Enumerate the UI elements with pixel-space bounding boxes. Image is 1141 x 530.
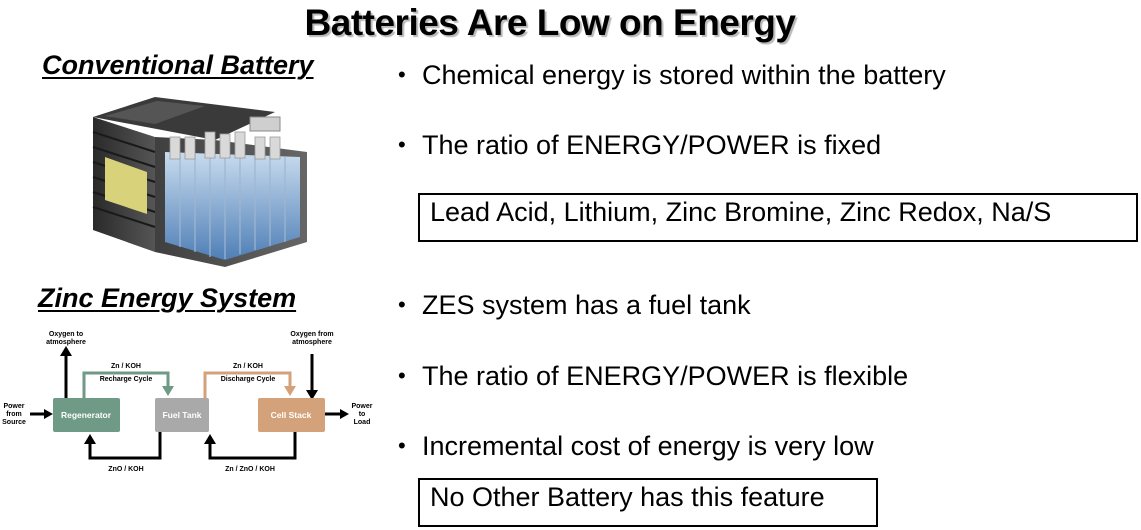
feature-box: No Other Battery has this feature — [418, 478, 878, 527]
bullet-text: Incremental cost of energy is very low — [422, 431, 874, 461]
zno-return-path — [88, 432, 162, 460]
battery-illustration — [92, 97, 307, 267]
oxygen-from-label: atmosphere — [292, 339, 332, 346]
cell-stack-box — [258, 398, 325, 432]
power-from-label: from — [6, 411, 22, 418]
power-to-label: Power — [351, 403, 372, 410]
zno-koh-label: ZnO / KOH — [108, 466, 143, 473]
battery-types-box: Lead Acid, Lithium, Zinc Bromine, Zinc R… — [418, 193, 1138, 242]
fuel-tank-box — [155, 398, 209, 432]
bullet-item: •ZES system has a fuel tank — [398, 290, 751, 320]
bullet-item: •The ratio of ENERGY/POWER is fixed — [398, 130, 882, 160]
power-from-label: Power — [3, 403, 24, 410]
oxygen-from-label: Oxygen from — [290, 331, 333, 338]
zinc-energy-diagram: Regenerator Fuel Tank Cell Stack Oxygen … — [2, 331, 373, 473]
recharge-path — [82, 371, 170, 400]
fuel-tank-label: Fuel Tank — [162, 410, 201, 420]
power-from-label: Source — [2, 419, 26, 426]
zinc-energy-system-heading: Zinc Energy System — [38, 283, 297, 313]
oxygen-to-label: atmosphere — [46, 339, 86, 346]
bullet-text: The ratio of ENERGY/POWER is fixed — [422, 130, 882, 160]
regenerator-box — [53, 398, 120, 432]
discharge-top-label: Zn / KOH — [233, 363, 263, 370]
regenerator-label: Regenerator — [61, 410, 112, 420]
bullet-item: •Chemical energy is stored within the ba… — [398, 60, 946, 90]
zn-zno-koh-label: Zn / ZnO / KOH — [225, 466, 275, 473]
zn-zno-return-path — [208, 432, 297, 460]
oxygen-to-label: Oxygen to — [49, 331, 83, 338]
bullet-text: Chemical energy is stored within the bat… — [422, 60, 946, 90]
power-to-label: to — [359, 411, 366, 418]
recharge-cycle-label: Recharge Cycle — [100, 376, 153, 383]
bullet-text: ZES system has a fuel tank — [422, 290, 751, 320]
bullet-item: •Incremental cost of energy is very low — [398, 431, 874, 461]
cell-stack-label: Cell Stack — [271, 410, 312, 420]
discharge-path — [203, 371, 292, 400]
discharge-cycle-label: Discharge Cycle — [221, 376, 276, 383]
recharge-top-label: Zn / KOH — [111, 363, 141, 370]
page-title: Batteries Are Low on Energy — [304, 2, 796, 43]
bullet-text: The ratio of ENERGY/POWER is flexible — [422, 361, 909, 391]
conventional-battery-heading: Conventional Battery — [42, 50, 314, 80]
power-to-label: Load — [354, 419, 371, 426]
bullet-item: •The ratio of ENERGY/POWER is flexible — [398, 361, 909, 391]
